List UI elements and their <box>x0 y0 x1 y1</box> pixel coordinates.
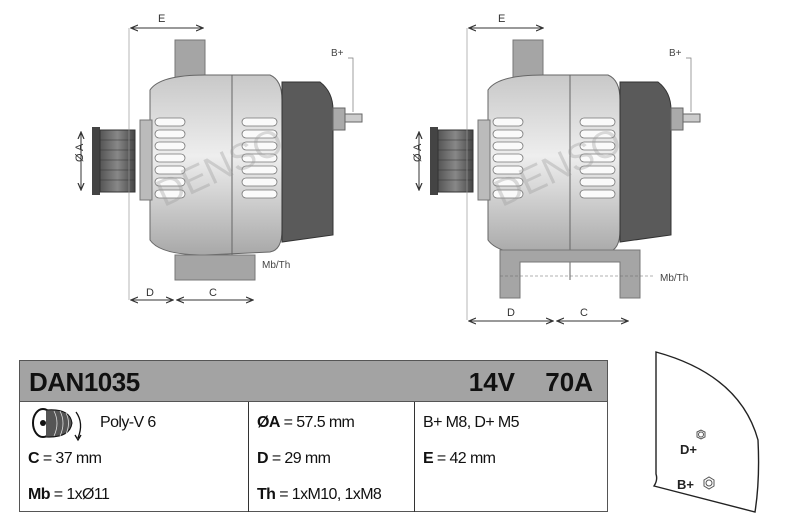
amperage: 70A <box>545 367 593 397</box>
dimension-a-label: Ø A <box>74 143 86 162</box>
spec-d-value: = 29 mm <box>267 450 331 467</box>
spec-mb-key: Mb <box>28 486 51 503</box>
dimension-d-label: D <box>146 287 154 299</box>
spec-e-value: = 42 mm <box>433 450 496 467</box>
spec-column-2: ØA = 57.5 mm D = 29 mm Th = 1xM10, 1xM8 <box>249 402 415 512</box>
spec-d-key: D <box>257 450 269 467</box>
spec-a: ØA = 57.5 mm <box>257 414 355 432</box>
alternator-side-view-left: DENSO E D C Ø A B+ Mb/Th <box>74 13 363 300</box>
b-plus-label: B+ <box>331 48 344 59</box>
spec-column-3: B+ M8, D+ M5 E = 42 mm <box>415 402 607 512</box>
spec-mb: Mb = 1xØ11 <box>28 486 110 504</box>
spec-terminals: B+ M8, D+ M5 <box>423 414 520 431</box>
dimension-c-label: C <box>580 307 588 319</box>
model-number: DAN1035 <box>29 367 140 397</box>
dimension-a-label: Ø A <box>412 143 424 162</box>
alternator-side-view-right: DENSO E D C Ø A B+ Mb/Th <box>412 13 701 321</box>
spec-e: E = 42 mm <box>423 450 496 468</box>
spec-mb-value: = 1xØ11 <box>49 486 110 503</box>
spec-column-1: Poly-V 6 C = 37 mm Mb = 1xØ11 <box>20 402 249 512</box>
dimension-c-label: C <box>209 287 217 299</box>
spec-th: Th = 1xM10, 1xM8 <box>257 486 382 504</box>
voltage: 14V <box>468 367 515 397</box>
mounting-bracket <box>174 254 256 281</box>
spec-e-key: E <box>423 450 434 467</box>
mb-th-label: Mb/Th <box>660 273 688 284</box>
mb-th-label: Mb/Th <box>262 260 290 271</box>
dimension-e-label: E <box>158 13 165 25</box>
b-plus-terminal-icon <box>703 476 715 490</box>
d-plus-label: D+ <box>680 442 697 457</box>
spec-c-value: = 37 mm <box>38 450 102 467</box>
spec-table: DAN1035 14V 70A Poly-V 6 C = 37 mm Mb = … <box>19 360 608 512</box>
spec-a-key: ØA <box>257 414 280 431</box>
spec-header: DAN1035 14V 70A <box>20 361 607 402</box>
mounting-bracket <box>499 249 641 299</box>
spec-c-key: C <box>28 450 40 467</box>
spec-th-key: Th <box>257 486 276 503</box>
spec-c: C = 37 mm <box>28 450 102 468</box>
pulley-type: Poly-V 6 <box>100 414 156 431</box>
d-plus-terminal-icon <box>696 429 706 440</box>
terminal-connector-view: D+ B+ <box>652 351 760 513</box>
pulley-rotation-icon <box>32 408 82 442</box>
spec-a-value: = 57.5 mm <box>279 414 355 431</box>
spec-d: D = 29 mm <box>257 450 331 468</box>
dimension-d-label: D <box>507 307 515 319</box>
b-plus-label: B+ <box>669 48 682 59</box>
b-plus-label: B+ <box>677 477 694 492</box>
spec-th-value: = 1xM10, 1xM8 <box>275 486 382 503</box>
dimension-e-label: E <box>498 13 505 25</box>
